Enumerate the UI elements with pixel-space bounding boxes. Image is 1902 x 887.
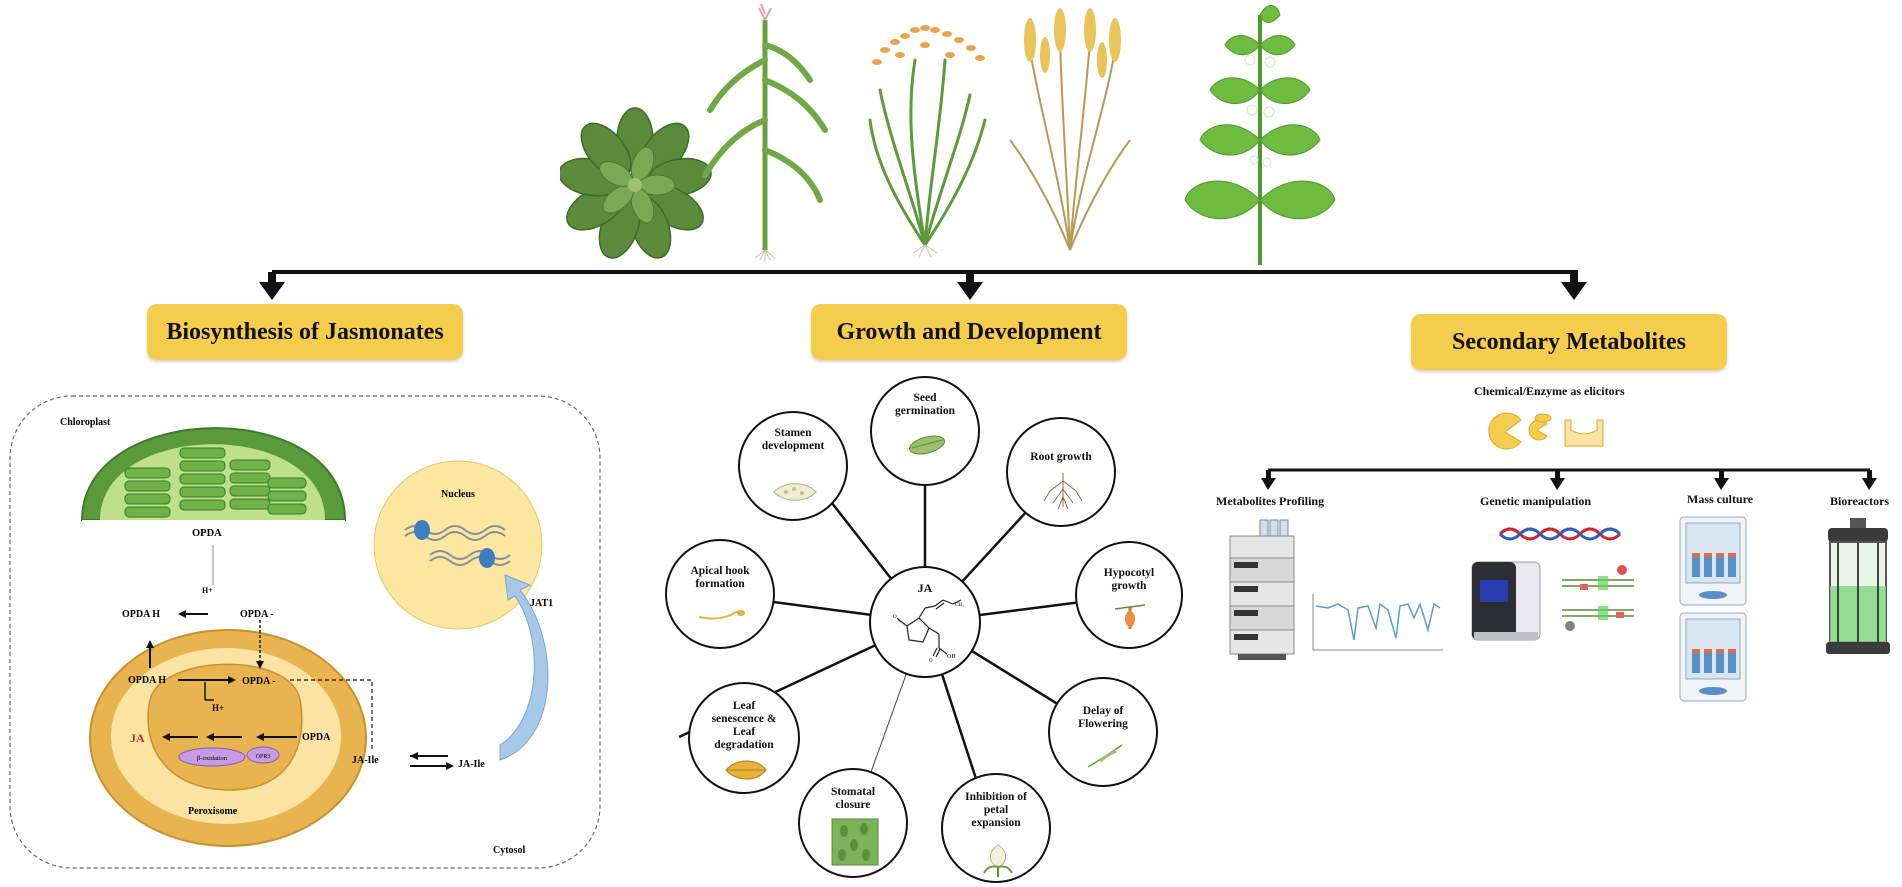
jat1-arrow-icon — [499, 574, 549, 761]
nucleus-icon — [373, 460, 543, 630]
opda-minus-in-label: OPDA - — [242, 676, 276, 687]
metabolites-profiling-label: Metabolites Profiling — [1216, 494, 1325, 508]
root-icon — [1043, 473, 1083, 510]
svg-text:OH: OH — [947, 654, 956, 660]
bioreactor-icon — [1826, 518, 1890, 654]
node-apical-hook-formation: Apical hook formation — [665, 539, 775, 649]
seedling-icon — [1114, 604, 1146, 629]
cytosol-label: Cytosol — [493, 845, 525, 856]
enzyme-elicitor-icon — [1488, 412, 1604, 450]
genetic-manipulation-label: Genetic manipulation — [1480, 494, 1592, 508]
mint-plant-icon — [1184, 5, 1336, 265]
opda-inner-label: OPDA — [302, 732, 331, 743]
arrow-down-icon — [1862, 470, 1877, 490]
hplc-instrument-icon — [1229, 519, 1443, 660]
ja-ile-left-label: JA-Ile — [352, 755, 379, 766]
svg-text:CH₃: CH₃ — [955, 603, 964, 608]
arrow-down-icon — [1261, 470, 1276, 490]
node-delay-of-flowering: Delay of Flowering — [1048, 677, 1158, 787]
node-stamen-development: Stamen development — [738, 411, 848, 521]
ja-label: JA — [130, 731, 145, 745]
stamen-icon — [773, 483, 817, 501]
ja-ile-right-label: JA-Ile — [458, 759, 485, 770]
genetic-manipulation-icon — [1471, 527, 1634, 641]
node-root-growth: Root growth — [1006, 417, 1116, 527]
node-inhibition-of-petal-expansion: Inhibition of petal expansion — [941, 773, 1051, 883]
secondary-branch — [1261, 468, 1877, 490]
svg-text:O: O — [929, 659, 933, 664]
elicitors-label: Chemical/Enzyme as elicitors — [1474, 384, 1625, 398]
secondary-header: Secondary Metabolites — [1411, 314, 1727, 370]
jasmonic-acid-structure-icon: OH CH₃ O O — [893, 599, 964, 664]
biosynthesis-panel: Chloroplast OPDA H+ OPDA H OPDA - OPDA H… — [9, 395, 601, 869]
ja-center-node: JA OH CH₃ O O — [869, 566, 981, 678]
arrow-down-icon — [1561, 272, 1587, 300]
opda-minus-out-label: OPDA - — [240, 609, 274, 620]
opda-h-out-label: OPDA H — [122, 609, 160, 620]
node-leaf-senescence: Leaf senescence & Leaf degradation — [688, 682, 800, 794]
chloroplast-icon — [80, 427, 347, 534]
arabidopsis-rosette-icon — [560, 107, 712, 259]
svg-text:O: O — [893, 615, 897, 620]
h-plus-in-label: H+ — [212, 703, 224, 713]
cell-outline — [9, 395, 601, 869]
flowering-stem-icon — [1087, 744, 1123, 768]
bioreactors-label: Bioreactors — [1830, 494, 1890, 508]
nucleus-label: Nucleus — [441, 489, 475, 500]
rice-plant-icon — [868, 25, 987, 258]
hook-seedling-icon — [698, 610, 745, 620]
opda-h-in-label: OPDA H — [128, 675, 166, 686]
incubator-icon — [1679, 516, 1747, 702]
chloroplast-label: Chloroplast — [60, 417, 111, 428]
growth-header: Growth and Development — [811, 304, 1127, 360]
seed-icon — [908, 435, 946, 455]
flower-bud-icon — [983, 844, 1013, 877]
ja-center-label: JA — [917, 581, 933, 595]
opr3-label: OPR3 — [256, 754, 271, 760]
node-hypocotyl-growth: Hypocotyl growth — [1075, 541, 1183, 649]
node-stomatal-closure: Stomatal closure — [798, 768, 908, 878]
opda-chloroplast-label: OPDA — [192, 528, 222, 539]
arrow-down-icon — [1550, 470, 1565, 490]
arrow-down-icon — [1714, 470, 1729, 490]
h-plus-top-label: H+ — [202, 586, 213, 595]
wheat-plant-icon — [1009, 8, 1131, 251]
stomata-icon — [831, 818, 879, 866]
jat1-label: JAT1 — [530, 598, 553, 609]
mass-culture-label: Mass culture — [1687, 492, 1754, 506]
peroxisome-label: Peroxisome — [188, 806, 238, 817]
plants-illustration — [560, 3, 1336, 265]
arrow-down-icon — [957, 272, 983, 300]
biosynthesis-header: Biosynthesis of Jasmonates — [147, 304, 463, 360]
maize-plant-icon — [702, 3, 828, 262]
node-seed-germination: Seed germination — [870, 376, 980, 486]
arrow-down-icon — [259, 272, 285, 300]
beta-oxidation-label: β-oxidation — [197, 755, 228, 762]
yellow-leaf-icon — [725, 760, 767, 780]
